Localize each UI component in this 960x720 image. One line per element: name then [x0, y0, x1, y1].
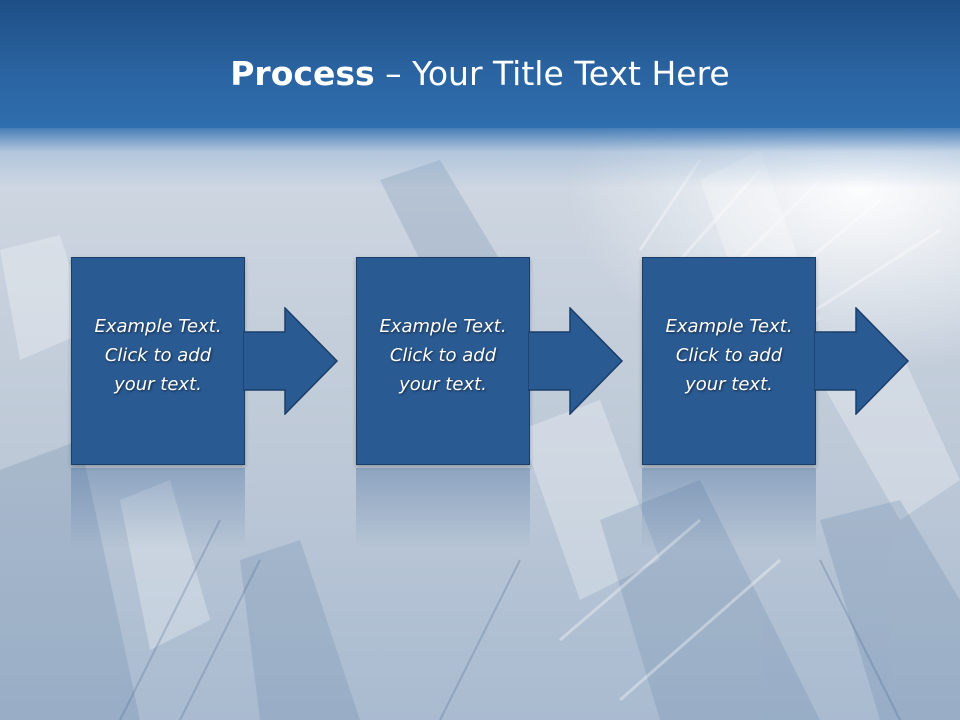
process-box-2-reflection — [356, 468, 530, 548]
title-rest: – Your Title Text Here — [374, 54, 730, 93]
title-bar — [0, 0, 960, 128]
process-box-1-reflection — [71, 468, 245, 548]
title-bar-fade — [0, 128, 960, 188]
process-box-3-text[interactable]: Example Text. Click to add your text. — [665, 316, 793, 395]
process-arrow-1 — [243, 307, 339, 415]
process-box-3-reflection — [642, 468, 816, 548]
title-bold: Process — [230, 54, 375, 93]
process-box-3[interactable]: Example Text. Click to add your text. — [642, 257, 816, 465]
process-box-2-text[interactable]: Example Text. Click to add your text. — [379, 316, 507, 395]
process-arrow-2 — [528, 307, 624, 415]
process-arrow-3 — [814, 307, 910, 415]
process-box-1[interactable]: Example Text. Click to add your text. — [71, 257, 245, 465]
process-box-2[interactable]: Example Text. Click to add your text. — [356, 257, 530, 465]
slide-title[interactable]: Process – Your Title Text Here — [0, 50, 960, 98]
process-box-1-text[interactable]: Example Text. Click to add your text. — [94, 316, 222, 395]
